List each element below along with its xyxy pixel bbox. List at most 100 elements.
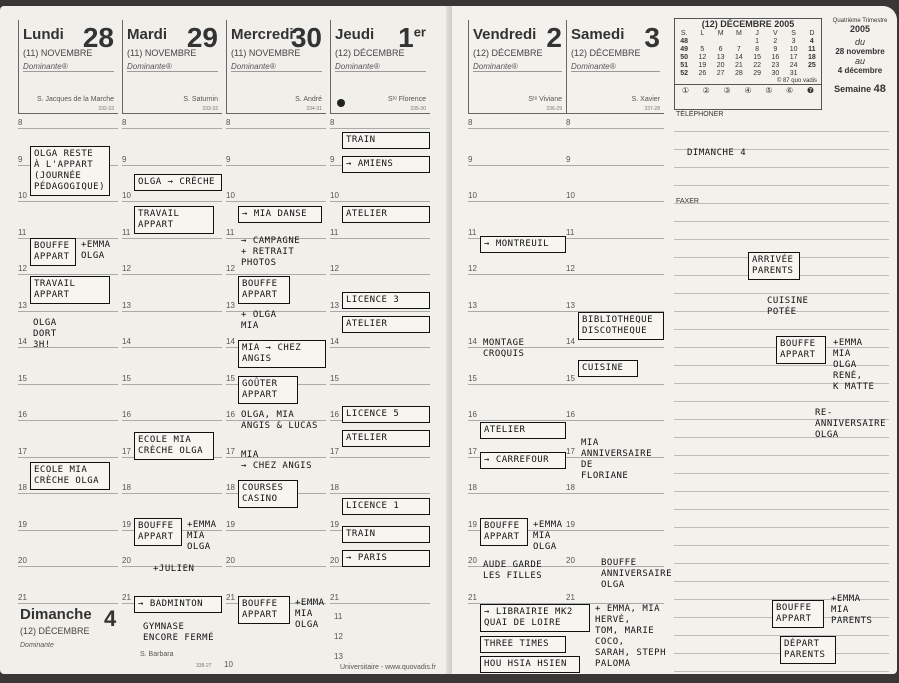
panel-line: [674, 293, 889, 294]
saint-name: S. Saturnin: [183, 96, 218, 103]
hour-label: 15: [330, 373, 339, 383]
calendar-day: 11: [808, 46, 816, 53]
sunday-code: 338-27: [196, 663, 212, 669]
handwritten-note: OLGA RESTE À L'APPART (JOURNÉE PÉDAGOGIQ…: [30, 146, 110, 196]
handwritten-note: OLGA → CRÈCHE: [134, 174, 222, 191]
handwritten-note: BIBLIOTHEQUE DISCOTHEQUE: [578, 312, 664, 340]
hour-label: 20: [330, 556, 339, 565]
calendar-day: 23: [771, 62, 780, 69]
hour-label: 16: [122, 410, 131, 419]
calendar-day: 12: [698, 54, 707, 61]
hour-line: [226, 420, 326, 421]
day-code: 335-30: [410, 106, 426, 112]
handwritten-note: → CAMPAGNE + RETRAIT PHOTOS: [241, 236, 301, 268]
hour-line: [330, 274, 430, 275]
dominante-field: Dominante®: [335, 62, 427, 72]
handwritten-note: ECOLE MIA CRÈCHE OLGA: [30, 462, 110, 490]
sunday-month: (12) DÉCEMBRE: [20, 626, 90, 636]
handwritten-note: RE- ANNIVERSAIRE OLGA: [815, 408, 887, 440]
handwritten-note: BOUFFE APPART: [238, 276, 290, 304]
hour-label: 9: [330, 154, 335, 164]
day-name: Lundi: [23, 26, 64, 43]
hour-line: [226, 274, 326, 275]
hour-label: 16: [18, 410, 27, 419]
calendar-day: 6: [718, 46, 723, 53]
handwritten-note: TRAVAIL APPART: [134, 206, 214, 234]
saint-name: S. Jacques de la Marche: [36, 96, 114, 103]
hour-line: [566, 529, 664, 531]
hour-label: 11: [468, 227, 477, 237]
hour-line: [566, 566, 664, 567]
hour-line: [566, 602, 664, 604]
hour-label: 21: [18, 592, 27, 602]
hour-label: 18: [226, 483, 235, 492]
hour-label: 18: [18, 483, 27, 492]
calendar-day: 49: [680, 46, 689, 53]
hour-line: [18, 383, 118, 385]
hour-line: [468, 274, 566, 275]
hour-line: [18, 128, 118, 129]
hour-line: [566, 347, 664, 348]
handwritten-note: LICENCE 5: [342, 406, 430, 423]
handwritten-note: → BADMINTON: [134, 596, 222, 613]
handwritten-note: LICENCE 1: [342, 498, 430, 515]
hour-line: [566, 383, 664, 385]
weekday-circle: ❼: [806, 86, 815, 95]
hour-label: 11: [226, 227, 235, 237]
hour-label: 10: [468, 191, 477, 200]
handwritten-note: DÉPART PARENTS: [780, 636, 836, 664]
hour-label: 11: [122, 227, 131, 237]
hour-label: 20: [226, 556, 235, 565]
panel-line: [674, 473, 889, 474]
dominante-field: Dominante®: [231, 62, 323, 72]
weekday-header: D: [809, 30, 815, 37]
week-from: 28 novembre: [835, 47, 885, 56]
calendar-day: [693, 38, 711, 46]
calendar-day: 1: [755, 38, 760, 45]
semaine-number: 48: [873, 83, 886, 95]
day-code: 336-29: [546, 106, 562, 112]
handwritten-note: +EMMA MIA OLGA: [187, 520, 217, 552]
hour-line: [468, 602, 566, 604]
handwritten-note: BOUFFE APPART: [772, 600, 824, 628]
hour-label: 21: [566, 592, 575, 602]
calendar-day: 10: [789, 46, 798, 53]
hour-label: 17: [468, 446, 477, 456]
hour-line: [18, 529, 118, 531]
hour-label: 12: [566, 264, 575, 273]
day-code: 332-33: [98, 106, 114, 112]
hour-label: 14: [330, 337, 339, 346]
hour-line: [330, 493, 430, 494]
calendar-day: 18: [807, 54, 816, 61]
hour-label: 20: [122, 556, 131, 565]
handwritten-note: LICENCE 3: [342, 292, 430, 309]
calendar-day: 13: [716, 54, 725, 61]
hour-label: 9: [468, 154, 473, 164]
weekday-header: J: [755, 30, 759, 37]
handwritten-note: + EMMA, MIA HERVÉ, TOM, MARIE COCO, SARA…: [595, 604, 667, 669]
handwritten-note: ARRIVÉE PARENTS: [748, 252, 800, 280]
handwritten-note: MIA → CHEZ ANGIS: [238, 340, 326, 368]
hour-line: [226, 237, 326, 239]
weekday-header: L: [700, 30, 705, 37]
hour-line: [468, 566, 566, 567]
footer-url: Universitaire - www.quovadis.fr: [340, 664, 437, 671]
calendar-copyright: © 87 quo vadis: [776, 78, 817, 84]
handwritten-note: DIMANCHE 4: [687, 148, 747, 158]
handwritten-note: CUISINE: [578, 360, 638, 377]
week-info: Quatrième Trimestre 2005 du 28 novembre …: [826, 18, 894, 95]
handwritten-note: OLGA DORT 3H!: [33, 318, 57, 350]
weekday-circle: ②: [702, 86, 710, 95]
hour-line: [566, 274, 664, 275]
handwritten-note: MIA ANNIVERSAIRE DE FLORIANE: [581, 438, 653, 481]
ordinal-suffix: er: [413, 24, 426, 40]
hour-line: [226, 201, 326, 202]
hour-line: [330, 347, 430, 348]
hour-label: 17: [18, 446, 27, 456]
handwritten-note: → PARIS: [342, 550, 430, 567]
